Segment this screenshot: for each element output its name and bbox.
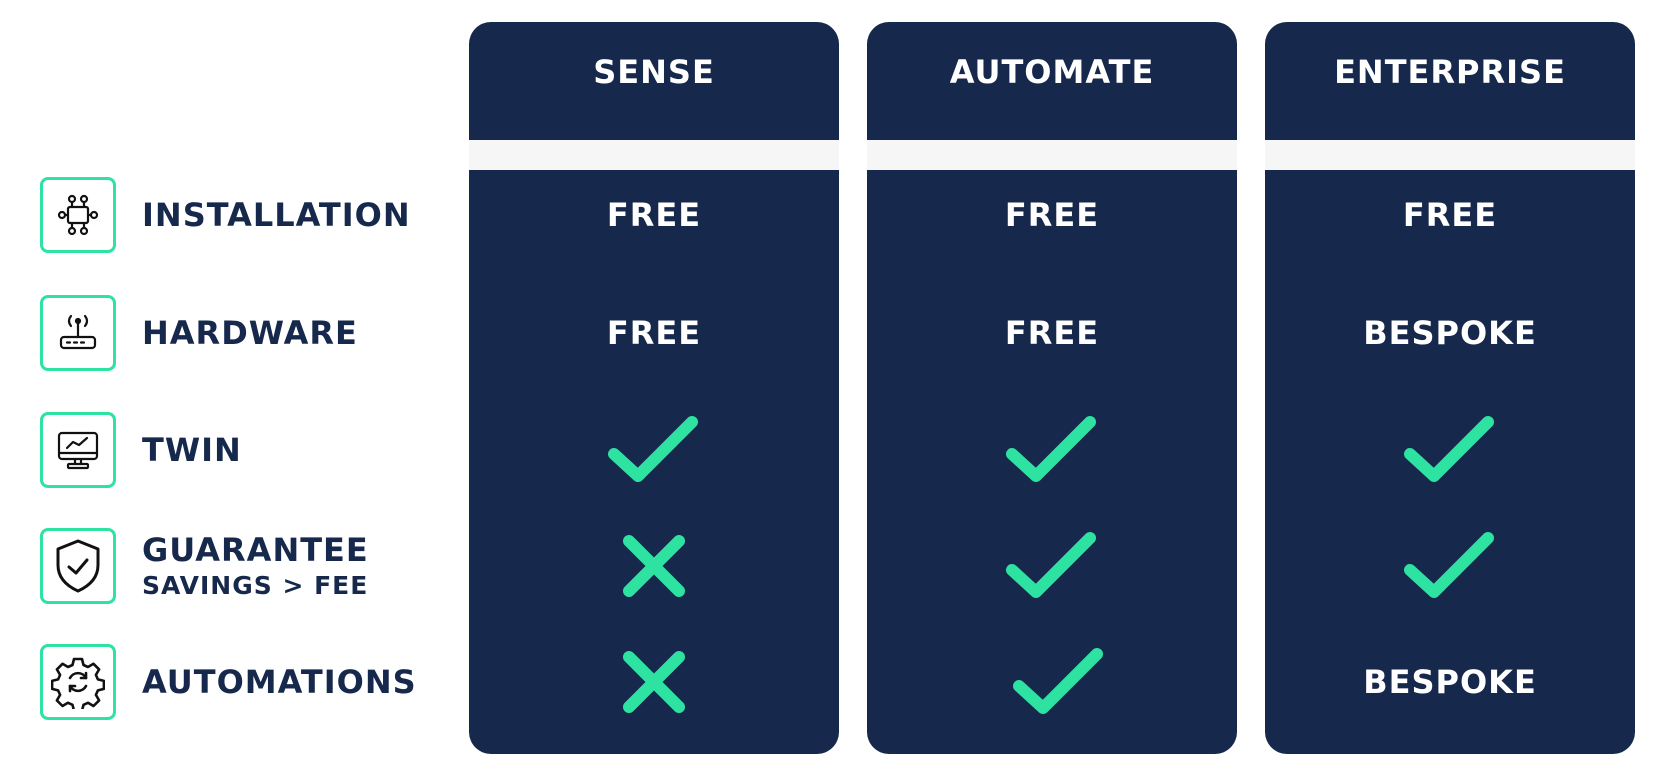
router-icon xyxy=(59,314,97,350)
cell-enterprise-installation: FREE xyxy=(1265,179,1635,251)
cell-enterprise-automations: BESPOKE xyxy=(1265,646,1635,718)
check-icon xyxy=(1006,532,1096,598)
feature-label: INSTALLATION xyxy=(142,196,411,234)
feature-sublabel: SAVINGS > FEE xyxy=(142,570,369,600)
cell-sense-twin xyxy=(469,414,839,486)
value-text: FREE xyxy=(606,196,702,234)
cell-automate-hardware: FREE xyxy=(867,297,1237,369)
plan-title: ENTERPRISE xyxy=(1334,53,1566,91)
cross-icon xyxy=(623,651,685,713)
cell-sense-guarantee xyxy=(469,530,839,602)
feature-label: HARDWARE xyxy=(142,314,358,352)
cell-automate-automations xyxy=(867,646,1237,718)
check-icon xyxy=(1404,416,1494,482)
cell-automate-installation: FREE xyxy=(867,179,1237,251)
feature-guarantee: GUARANTEE SAVINGS > FEE xyxy=(40,525,440,607)
header-divider xyxy=(867,140,1237,170)
feature-automations: AUTOMATIONS xyxy=(40,641,440,723)
feature-icon-box xyxy=(40,295,116,371)
cell-enterprise-guarantee xyxy=(1265,530,1635,602)
feature-label-main: GUARANTEE xyxy=(142,530,369,569)
feature-icon-box xyxy=(40,528,116,604)
monitor-chart-icon xyxy=(57,431,99,470)
cell-sense-hardware: FREE xyxy=(469,297,839,369)
value-text: FREE xyxy=(1402,196,1498,234)
gear-refresh-icon xyxy=(51,657,105,709)
header-divider xyxy=(1265,140,1635,170)
check-icon xyxy=(1404,532,1494,598)
value-text: FREE xyxy=(606,314,702,352)
cell-automate-twin xyxy=(867,414,1237,486)
plan-column-automate: AUTOMATE FREE FREE xyxy=(867,22,1237,754)
cell-sense-installation: FREE xyxy=(469,179,839,251)
value-text: FREE xyxy=(1004,314,1100,352)
plan-column-enterprise: ENTERPRISE FREE BESPOKE BESPOKE xyxy=(1265,22,1635,754)
plan-title: AUTOMATE xyxy=(949,53,1155,91)
cell-automate-guarantee xyxy=(867,530,1237,602)
plan-title: SENSE xyxy=(593,53,715,91)
shield-check-icon xyxy=(56,539,100,593)
feature-label: AUTOMATIONS xyxy=(142,663,417,701)
feature-icon-box xyxy=(40,177,116,253)
feature-label: TWIN xyxy=(142,431,242,469)
feature-installation: INSTALLATION xyxy=(40,174,440,256)
cell-sense-automations xyxy=(469,646,839,718)
header-divider xyxy=(469,140,839,170)
cross-icon xyxy=(623,535,685,597)
feature-icon-box xyxy=(40,644,116,720)
feature-icon-box xyxy=(40,412,116,488)
value-text: BESPOKE xyxy=(1363,663,1537,701)
feature-label: GUARANTEE SAVINGS > FEE xyxy=(142,530,369,603)
cell-enterprise-hardware: BESPOKE xyxy=(1265,297,1635,369)
feature-hardware: HARDWARE xyxy=(40,292,440,374)
check-icon xyxy=(1013,648,1103,714)
plan-column-sense: SENSE FREE FREE xyxy=(469,22,839,754)
check-icon xyxy=(1006,416,1096,482)
value-text: FREE xyxy=(1004,196,1100,234)
feature-twin: TWIN xyxy=(40,409,440,491)
circuit-icon xyxy=(57,194,99,236)
cell-enterprise-twin xyxy=(1265,414,1635,486)
value-text: BESPOKE xyxy=(1363,314,1537,352)
check-icon xyxy=(608,416,698,482)
